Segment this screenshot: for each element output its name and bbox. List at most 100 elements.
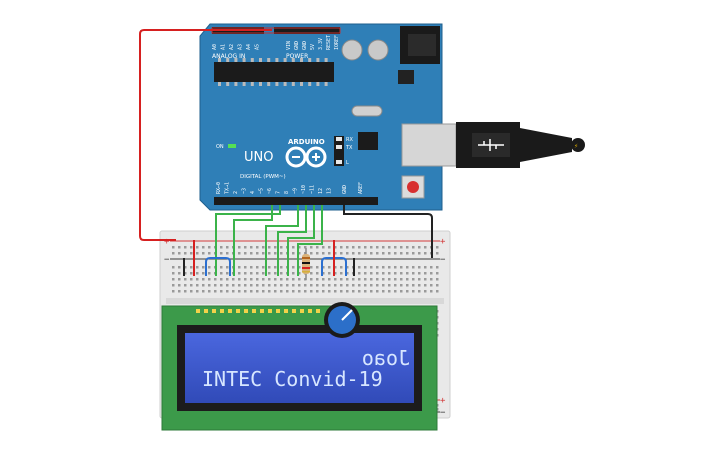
lcd-pin bbox=[308, 309, 312, 313]
breadboard-hole bbox=[238, 290, 241, 293]
wire-green-2[interactable] bbox=[233, 205, 273, 276]
chip-pin bbox=[275, 82, 279, 86]
usb-icon bbox=[478, 139, 504, 151]
breadboard-hole bbox=[262, 278, 265, 281]
breadboard-hole bbox=[286, 284, 289, 287]
tx-label: TX bbox=[345, 145, 353, 151]
breadboard-hole bbox=[178, 266, 181, 269]
breadboard-hole bbox=[190, 290, 193, 293]
breadboard-hole bbox=[382, 278, 385, 281]
wire-blue-1[interactable] bbox=[205, 257, 231, 276]
wire-green-3[interactable] bbox=[265, 205, 299, 276]
analog-pin-label: A2 bbox=[229, 44, 235, 50]
breadboard-hole bbox=[238, 246, 241, 249]
breadboard-hole bbox=[256, 246, 259, 249]
potentiometer-knob-indicator bbox=[341, 309, 353, 321]
breadboard-hole bbox=[190, 246, 193, 249]
digital-pin-label: ~6 bbox=[267, 188, 273, 194]
breadboard-hole bbox=[352, 252, 355, 255]
breadboard-hole bbox=[424, 284, 427, 287]
chip-pin bbox=[291, 82, 295, 86]
breadboard-hole bbox=[364, 278, 367, 281]
potentiometer[interactable] bbox=[324, 302, 360, 338]
breadboard-hole bbox=[394, 266, 397, 269]
breadboard-hole bbox=[220, 266, 223, 269]
breadboard-hole bbox=[220, 278, 223, 281]
uno-model: UNO bbox=[244, 150, 273, 165]
breadboard-hole bbox=[304, 284, 307, 287]
breadboard-hole bbox=[298, 266, 301, 269]
resistor[interactable] bbox=[302, 248, 310, 280]
chip-pins bbox=[218, 58, 328, 86]
wire-green-5[interactable] bbox=[287, 205, 315, 276]
wire-green-1[interactable] bbox=[215, 205, 281, 276]
breadboard-hole bbox=[418, 246, 421, 249]
breadboard-hole bbox=[280, 290, 283, 293]
digital-pin-label: ~3 bbox=[242, 188, 248, 194]
lcd-module[interactable]: Joao INTEC Convid-19 bbox=[161, 305, 438, 431]
power-pin-label: IOREF bbox=[334, 35, 340, 50]
breadboard-hole bbox=[400, 278, 403, 281]
breadboard-hole bbox=[172, 252, 175, 255]
breadboard-hole bbox=[226, 266, 229, 269]
breadboard-hole bbox=[304, 290, 307, 293]
breadboard-hole bbox=[424, 252, 427, 255]
breadboard-hole bbox=[388, 266, 391, 269]
digital-pin-label: ~9 bbox=[293, 188, 299, 194]
breadboard-hole bbox=[292, 290, 295, 293]
icsp-header bbox=[334, 136, 344, 166]
breadboard-hole bbox=[208, 266, 211, 269]
wires[interactable] bbox=[139, 29, 433, 276]
digital-pin-label: ~10 bbox=[301, 185, 307, 194]
breadboard-hole bbox=[334, 284, 337, 287]
breadboard-hole bbox=[268, 246, 271, 249]
breadboard-hole bbox=[178, 290, 181, 293]
breadboard-hole bbox=[340, 252, 343, 255]
digital-pin-label: ~5 bbox=[259, 188, 265, 194]
wire-red-5v[interactable] bbox=[139, 29, 272, 241]
breadboard-hole bbox=[400, 290, 403, 293]
breadboard-hole bbox=[376, 272, 379, 275]
breadboard-hole bbox=[394, 246, 397, 249]
usb-cable[interactable]: ⚡ bbox=[401, 122, 585, 168]
reset-button[interactable] bbox=[401, 175, 425, 199]
breadboard-hole bbox=[190, 272, 193, 275]
breadboard-hole bbox=[412, 272, 415, 275]
breadboard-hole bbox=[220, 284, 223, 287]
rail-plus-left: + bbox=[164, 237, 170, 247]
breadboard-hole bbox=[208, 284, 211, 287]
breadboard-hole bbox=[208, 290, 211, 293]
breadboard-hole bbox=[172, 290, 175, 293]
wire-green-6[interactable] bbox=[297, 205, 323, 276]
rail-minus-bottom: − bbox=[440, 408, 446, 418]
breadboard-hole bbox=[382, 246, 385, 249]
breadboard-hole bbox=[394, 278, 397, 281]
breadboard-hole bbox=[280, 284, 283, 287]
breadboard-hole bbox=[406, 278, 409, 281]
rail-plus-bottom: + bbox=[440, 396, 446, 406]
breadboard-hole bbox=[370, 278, 373, 281]
breadboard-hole bbox=[172, 278, 175, 281]
breadboard-hole bbox=[388, 272, 391, 275]
breadboard-hole bbox=[226, 252, 229, 255]
breadboard-hole bbox=[280, 252, 283, 255]
power-pin-label: RESET bbox=[326, 35, 332, 50]
analog-pin-label: A0 bbox=[212, 44, 218, 50]
breadboard-hole bbox=[328, 278, 331, 281]
breadboard-hole bbox=[418, 284, 421, 287]
breadboard-hole bbox=[280, 272, 283, 275]
capacitor-1 bbox=[341, 39, 363, 61]
breadboard-hole bbox=[334, 272, 337, 275]
breadboard-hole bbox=[424, 290, 427, 293]
breadboard-hole bbox=[316, 290, 319, 293]
lcd-pin bbox=[220, 309, 224, 313]
breadboard-hole bbox=[382, 272, 385, 275]
chip-pin bbox=[300, 58, 303, 62]
wire-black-gnd[interactable] bbox=[343, 205, 433, 258]
wire-green-4[interactable] bbox=[277, 205, 307, 276]
usb-chip bbox=[358, 132, 378, 150]
breadboard-hole bbox=[274, 290, 277, 293]
breadboard-hole bbox=[370, 266, 373, 269]
